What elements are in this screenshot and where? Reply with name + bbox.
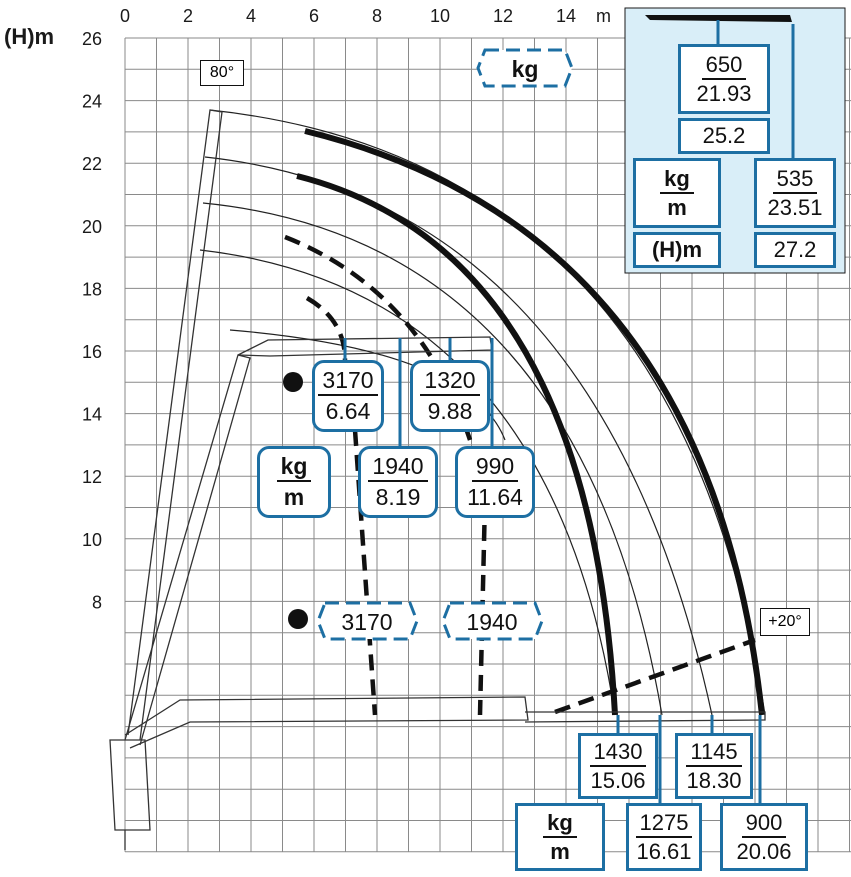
x-axis-unit: m: [596, 6, 611, 26]
hex-3170-label: 3170: [341, 609, 392, 635]
y-tick-label: 26: [82, 29, 102, 49]
angle-80-tag: 80°: [200, 60, 244, 86]
y-tick-label: 22: [82, 154, 102, 174]
y-tick-label: 20: [82, 217, 102, 237]
inset-boom-icon: [645, 15, 792, 22]
y-tick-label: 24: [82, 92, 102, 112]
inset-height-252: 25.2: [678, 118, 770, 154]
load-curve-outer: [304, 128, 765, 716]
dot-lower: [288, 609, 308, 629]
reach-arc-3: [202, 202, 663, 716]
dashed-curve-2: [305, 296, 348, 361]
x-tick-label: 6: [309, 6, 319, 26]
y-axis-ticks: 26 24 22 20 18 16 14 12 10 8: [82, 29, 102, 612]
hex-3170: [316, 601, 419, 641]
load-curves: [296, 128, 765, 716]
x-axis-ticks: 0 2 4 6 8 10 12 14: [120, 6, 576, 26]
x-tick-label: 4: [246, 6, 256, 26]
boom-jib: [524, 711, 766, 723]
dashed-vertical-1: [352, 429, 378, 716]
y-axis-unit: (H)m: [4, 24, 54, 49]
dashed-line-20deg: [554, 637, 756, 715]
x-tick-label: 2: [183, 6, 193, 26]
hex-tags: [316, 48, 574, 641]
x-tick-label: 10: [430, 6, 450, 26]
x-tick-label: 14: [556, 6, 576, 26]
hex-1940-label: 1940: [466, 609, 517, 635]
x-tick-label: 8: [372, 6, 382, 26]
grid: [124, 37, 851, 853]
inset-legend-hm: (H)m: [633, 232, 721, 268]
y-tick-label: 10: [82, 530, 102, 550]
y-tick-label: 12: [82, 467, 102, 487]
boom-upper-extension: [237, 336, 493, 357]
hex-1940: [441, 601, 544, 641]
y-tick-label: 14: [82, 405, 102, 425]
inset-height-272: 27.2: [754, 232, 836, 268]
dashed-curve-1: [284, 234, 473, 441]
y-tick-label: 18: [82, 279, 102, 299]
crane-base: [109, 739, 151, 831]
x-tick-label: 12: [493, 6, 513, 26]
boom-vertical: [127, 109, 223, 741]
dot-upper: [283, 372, 303, 392]
angle-20-tag: +20°: [760, 608, 810, 636]
x-tick-label: 0: [120, 6, 130, 26]
boom-horizontal: [124, 696, 529, 749]
y-tick-label: 8: [92, 592, 102, 612]
hex-kg: [476, 48, 574, 88]
load-curve-inner: [296, 173, 618, 716]
y-tick-label: 16: [82, 342, 102, 362]
boom-mid: [124, 354, 251, 746]
hex-kg-label: kg: [512, 56, 539, 82]
